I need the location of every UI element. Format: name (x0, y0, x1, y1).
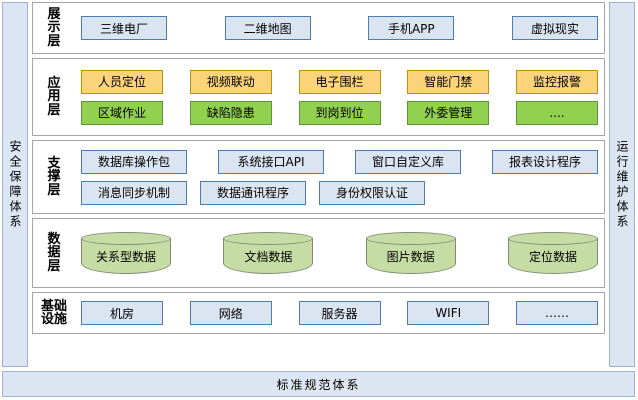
bottom-band-standards-system: 标准规范体系 (2, 371, 635, 397)
item-infrastructure-5[interactable]: …… (516, 301, 598, 325)
layer-infrastructure: 基础设施 机房 网络 服务器 WIFI …… (32, 292, 605, 334)
layer-support-label: 支撑层 (47, 156, 61, 198)
layer-application-body: 人员定位 视频联动 电子围栏 智能门禁 监控报警 区域作业 缺陷隐患 到岗到位 … (75, 59, 604, 135)
layer-data-body: 关系型数据 文档数据 图片数据 定位数据 (75, 219, 604, 287)
item-infrastructure-1[interactable]: 机房 (81, 301, 163, 325)
layer-application: 应用层 人员定位 视频联动 电子围栏 智能门禁 监控报警 区域作业 缺陷隐患 到… (32, 58, 605, 136)
item-application-a3[interactable]: 电子围栏 (298, 69, 381, 94)
cylinder-top-icon (365, 232, 456, 245)
left-band-security-system: 安全保障体系 (2, 2, 28, 367)
layer-presentation-body: 三维电厂 二维地图 手机APP 虚拟现实 (75, 3, 604, 53)
cylinder-top-icon (223, 232, 314, 245)
layer-infrastructure-body: 机房 网络 服务器 WIFI …… (75, 293, 604, 333)
cylinder-top-icon (507, 232, 598, 245)
item-presentation-4[interactable]: 虚拟现实 (511, 16, 598, 40)
item-support-b1[interactable]: 消息同步机制 (81, 180, 187, 205)
layer-support: 支撑层 数据库操作包 系统接口API 窗口自定义库 报表设计程序 消息同步机制 … (32, 140, 605, 214)
layer-data-row-1: 关系型数据 文档数据 图片数据 定位数据 (81, 232, 598, 274)
database-cylinder-2-label: 文档数据 (244, 249, 293, 264)
item-application-b5[interactable]: .... (516, 100, 598, 125)
item-support-a4[interactable]: 报表设计程序 (492, 149, 598, 174)
item-support-a1[interactable]: 数据库操作包 (81, 149, 187, 174)
layer-application-row-2: 区域作业 缺陷隐患 到岗到位 外委管理 .... (81, 100, 598, 125)
layer-application-row-1: 人员定位 视频联动 电子围栏 智能门禁 监控报警 (81, 69, 598, 94)
item-infrastructure-4[interactable]: WIFI (407, 301, 490, 325)
database-cylinder-1[interactable]: 关系型数据 (81, 232, 171, 274)
right-band-label: 运行维护体系 (615, 139, 629, 230)
left-band-label: 安全保障体系 (8, 139, 22, 230)
layer-infrastructure-label: 基础设施 (40, 298, 67, 327)
item-application-b3[interactable]: 到岗到位 (298, 100, 381, 125)
cylinder-top-icon (81, 232, 171, 245)
item-presentation-1[interactable]: 三维电厂 (81, 16, 167, 40)
item-presentation-2[interactable]: 二维地图 (224, 16, 311, 40)
layer-support-row-1: 数据库操作包 系统接口API 窗口自定义库 报表设计程序 (81, 149, 598, 174)
database-cylinder-3[interactable]: 图片数据 (365, 232, 456, 274)
bottom-band-label: 标准规范体系 (276, 377, 361, 392)
right-band-maintenance-system: 运行维护体系 (609, 2, 635, 367)
layer-support-row-2: 消息同步机制 数据通讯程序 身份权限认证 (81, 180, 598, 205)
layer-presentation-label: 展示层 (47, 7, 61, 49)
item-infrastructure-2[interactable]: 网络 (189, 301, 272, 325)
item-application-b4[interactable]: 外委管理 (407, 100, 490, 125)
item-application-b1[interactable]: 区域作业 (81, 100, 163, 125)
item-application-a1[interactable]: 人员定位 (81, 69, 163, 94)
database-cylinder-4[interactable]: 定位数据 (507, 232, 598, 274)
database-cylinder-2[interactable]: 文档数据 (223, 232, 314, 274)
layer-support-body: 数据库操作包 系统接口API 窗口自定义库 报表设计程序 消息同步机制 数据通讯… (75, 141, 604, 213)
item-application-b2[interactable]: 缺陷隐患 (189, 100, 272, 125)
database-cylinder-3-label: 图片数据 (386, 249, 435, 264)
layer-data-label: 数据层 (47, 232, 61, 274)
item-presentation-3[interactable]: 手机APP (368, 16, 455, 40)
database-cylinder-1-label: 关系型数据 (95, 249, 156, 264)
item-application-a5[interactable]: 监控报警 (516, 69, 598, 94)
item-support-a2[interactable]: 系统接口API (218, 149, 324, 174)
layer-infrastructure-row-1: 机房 网络 服务器 WIFI …… (81, 301, 598, 325)
database-cylinder-4-label: 定位数据 (528, 249, 577, 264)
item-support-a3[interactable]: 窗口自定义库 (355, 149, 461, 174)
item-infrastructure-3[interactable]: 服务器 (298, 301, 381, 325)
layer-presentation-row-1: 三维电厂 二维地图 手机APP 虚拟现实 (81, 16, 598, 40)
layer-application-label: 应用层 (47, 76, 61, 118)
item-support-b3[interactable]: 身份权限认证 (319, 180, 425, 205)
item-application-a4[interactable]: 智能门禁 (407, 69, 490, 94)
layer-data: 数据层 关系型数据 文档数据 图片数据 (32, 218, 605, 288)
layer-presentation: 展示层 三维电厂 二维地图 手机APP 虚拟现实 (32, 2, 605, 54)
item-support-b2[interactable]: 数据通讯程序 (200, 180, 306, 205)
item-application-a2[interactable]: 视频联动 (189, 69, 272, 94)
